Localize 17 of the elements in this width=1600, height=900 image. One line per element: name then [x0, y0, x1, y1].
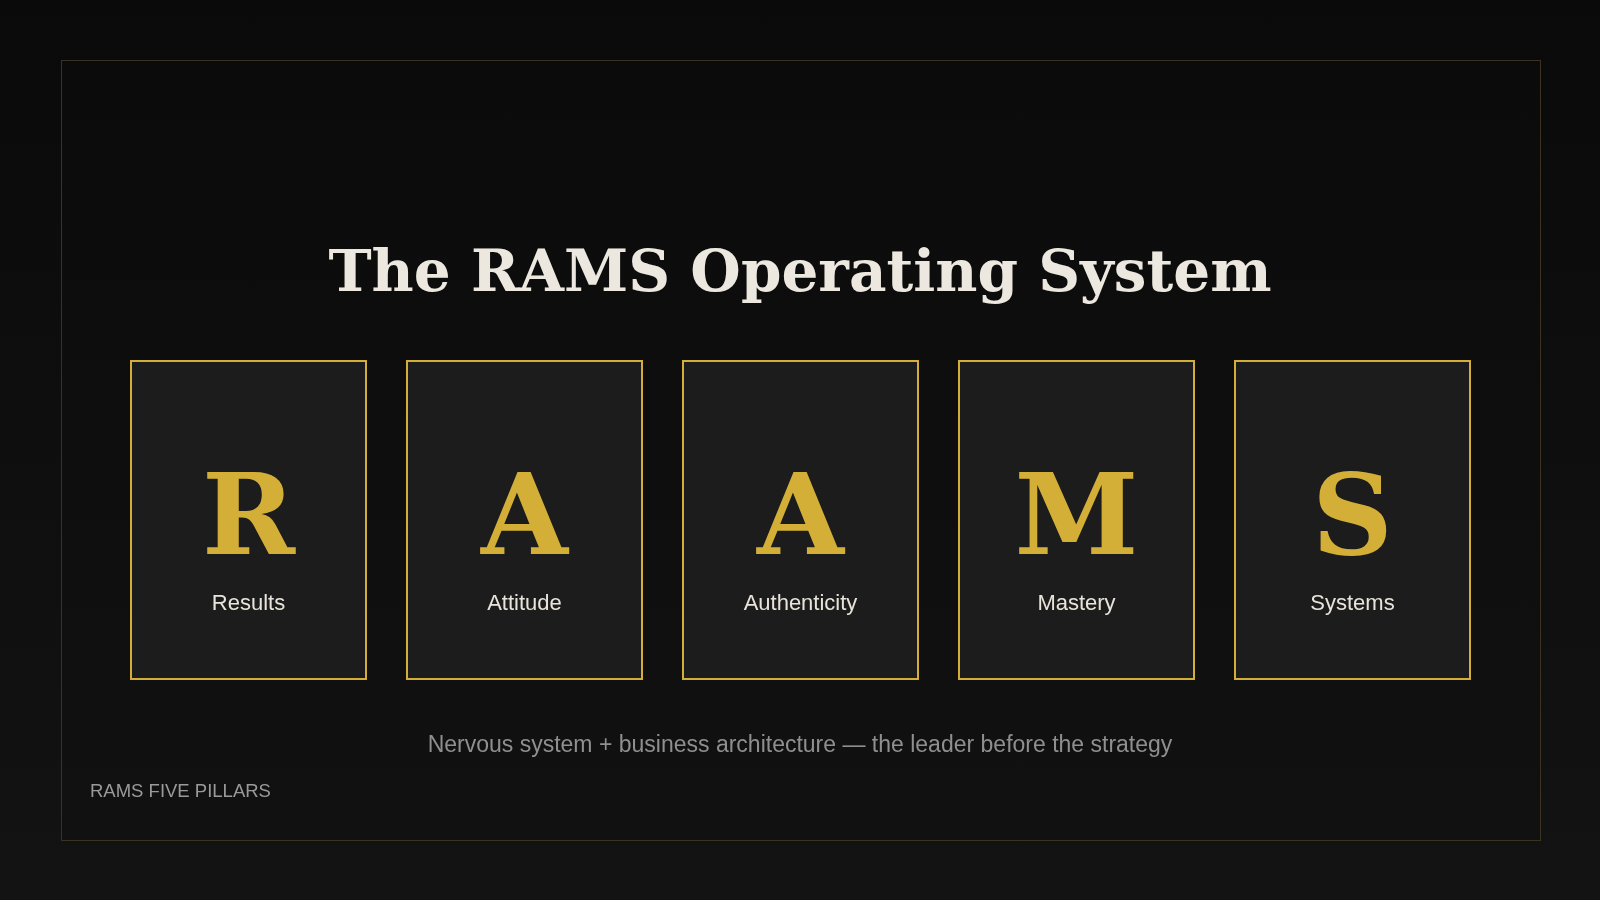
pillar-label: Systems	[1309, 592, 1396, 614]
pillar-card	[406, 360, 643, 680]
pillar-label: Mastery	[1036, 592, 1117, 614]
pillar-label: Attitude	[486, 592, 563, 614]
footer-label: RAMS FIVE PILLARS	[90, 782, 271, 801]
pillar-letter: A	[481, 459, 568, 571]
pillar-card	[682, 360, 919, 680]
caption: Nervous system + business architecture — the leader before the strategy	[427, 733, 1173, 756]
pillar-letter: M	[1014, 459, 1139, 571]
pillar-label: Authenticity	[742, 592, 859, 614]
pillar-letter: R	[201, 459, 296, 571]
pillar-letter: S	[1312, 459, 1393, 571]
pillar-card	[1234, 360, 1471, 680]
pillar-card	[130, 360, 367, 680]
pillar-card	[958, 360, 1195, 680]
pillar-label: Results	[210, 592, 287, 614]
pillar-letter: A	[757, 459, 844, 571]
